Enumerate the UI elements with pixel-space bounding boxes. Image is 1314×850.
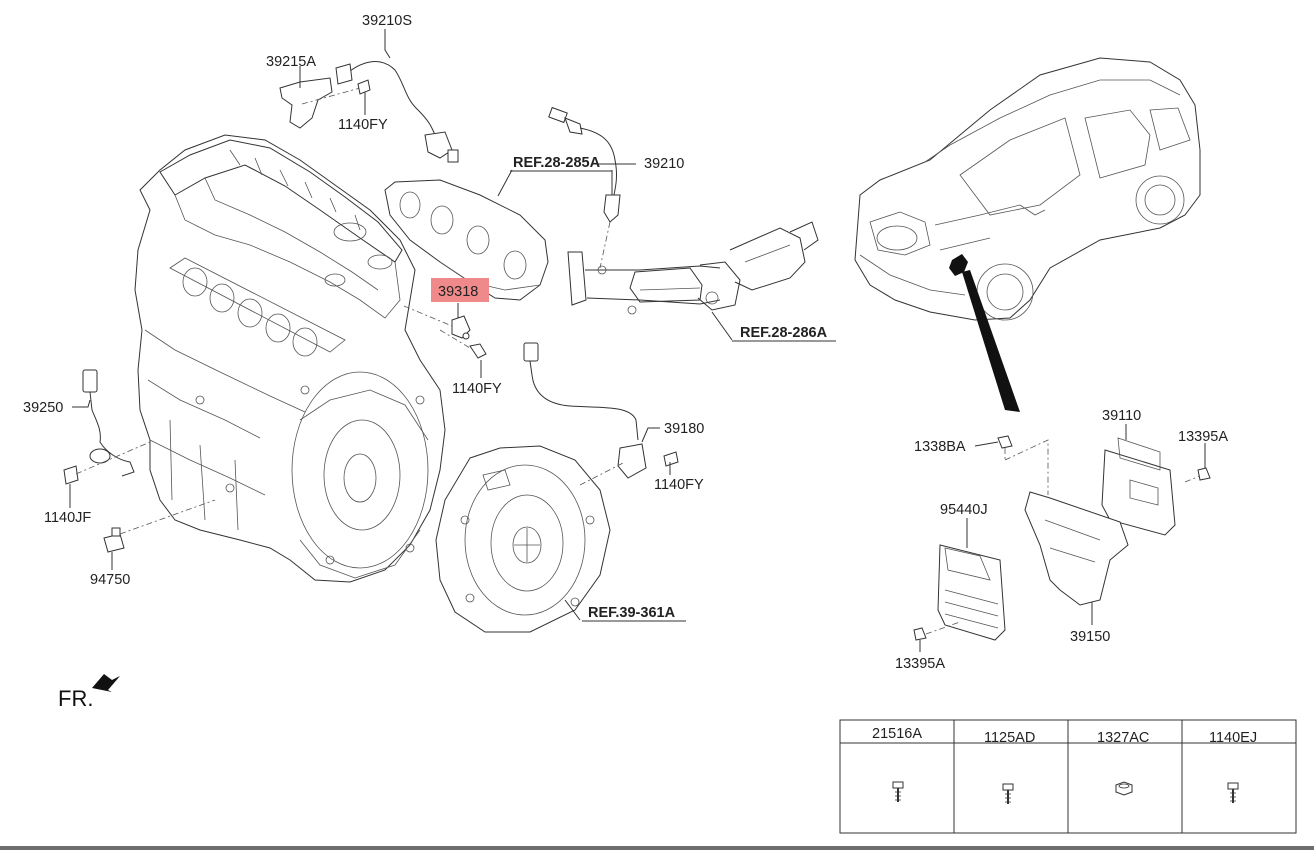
table-header-1140EJ: 1140EJ xyxy=(1209,730,1257,746)
front-marker-text: FR. xyxy=(58,686,93,711)
label-1140JF[interactable]: 1140JF xyxy=(44,510,91,526)
camshaft-sensor-39318-illustration xyxy=(403,305,487,359)
bottom-divider xyxy=(0,846,1314,850)
bolt-icon-1125AD xyxy=(1002,783,1014,804)
label-39210S[interactable]: 39210S xyxy=(362,13,412,29)
ecu-assembly-illustration xyxy=(913,435,1211,641)
label-95440J[interactable]: 95440J xyxy=(940,502,988,518)
label-39150[interactable]: 39150 xyxy=(1070,629,1110,645)
label-39250[interactable]: 39250 xyxy=(23,400,63,416)
location-pointer xyxy=(962,270,1020,412)
crank-sensor-39180-illustration xyxy=(523,342,679,486)
exhaust-manifold-illustration xyxy=(384,179,819,315)
bolt-icon-21516A xyxy=(892,781,904,802)
ref-label-28-286A[interactable]: REF.28-286A xyxy=(740,325,828,341)
vehicle-illustration xyxy=(854,57,1201,321)
label-1140FY-mid[interactable]: 1140FY xyxy=(452,381,502,397)
hardware-table: 21516A 1125AD 1327AC 1140EJ xyxy=(839,719,1297,834)
sensor-94750-illustration xyxy=(103,499,216,553)
leader-lines xyxy=(69,29,1206,652)
label-1338BA[interactable]: 1338BA xyxy=(914,439,966,455)
label-39180[interactable]: 39180 xyxy=(664,421,704,437)
label-39318[interactable]: 39318 xyxy=(438,284,478,300)
label-39215A[interactable]: 39215A xyxy=(266,54,316,70)
label-highlight-39318 xyxy=(431,278,489,302)
table-header-1125AD: 1125AD xyxy=(984,730,1035,746)
label-1140FY-top[interactable]: 1140FY xyxy=(338,117,388,133)
label-13395A-bottom[interactable]: 13395A xyxy=(895,656,945,672)
front-arrow-icon xyxy=(92,674,120,692)
part-labels: 39210S 39215A 1140FY 39210 39318 1140FY … xyxy=(23,13,1228,672)
bolt-icon-1140EJ xyxy=(1227,782,1239,803)
table-header-21516A: 21516A xyxy=(872,726,922,742)
label-39110[interactable]: 39110 xyxy=(1102,408,1141,424)
flywheel-drive-plate-illustration xyxy=(435,445,611,633)
oxygen-sensor-39210-illustration xyxy=(548,106,621,269)
label-1140FY-low[interactable]: 1140FY xyxy=(654,477,704,493)
table-header-1327AC: 1327AC xyxy=(1097,730,1149,746)
front-direction-marker: FR. xyxy=(58,674,120,711)
engine-block-illustration xyxy=(134,134,446,583)
ref-label-28-285A[interactable]: REF.28-285A xyxy=(513,155,601,171)
label-39210[interactable]: 39210 xyxy=(644,156,684,172)
label-13395A-right[interactable]: 13395A xyxy=(1178,429,1228,445)
label-94750[interactable]: 94750 xyxy=(90,572,130,588)
ref-label-39-361A[interactable]: REF.39-361A xyxy=(588,605,676,621)
nut-icon-1327AC xyxy=(1115,781,1133,796)
knock-sensor-39250-illustration xyxy=(63,369,151,485)
oxygen-sensor-39210s-illustration xyxy=(279,61,459,163)
